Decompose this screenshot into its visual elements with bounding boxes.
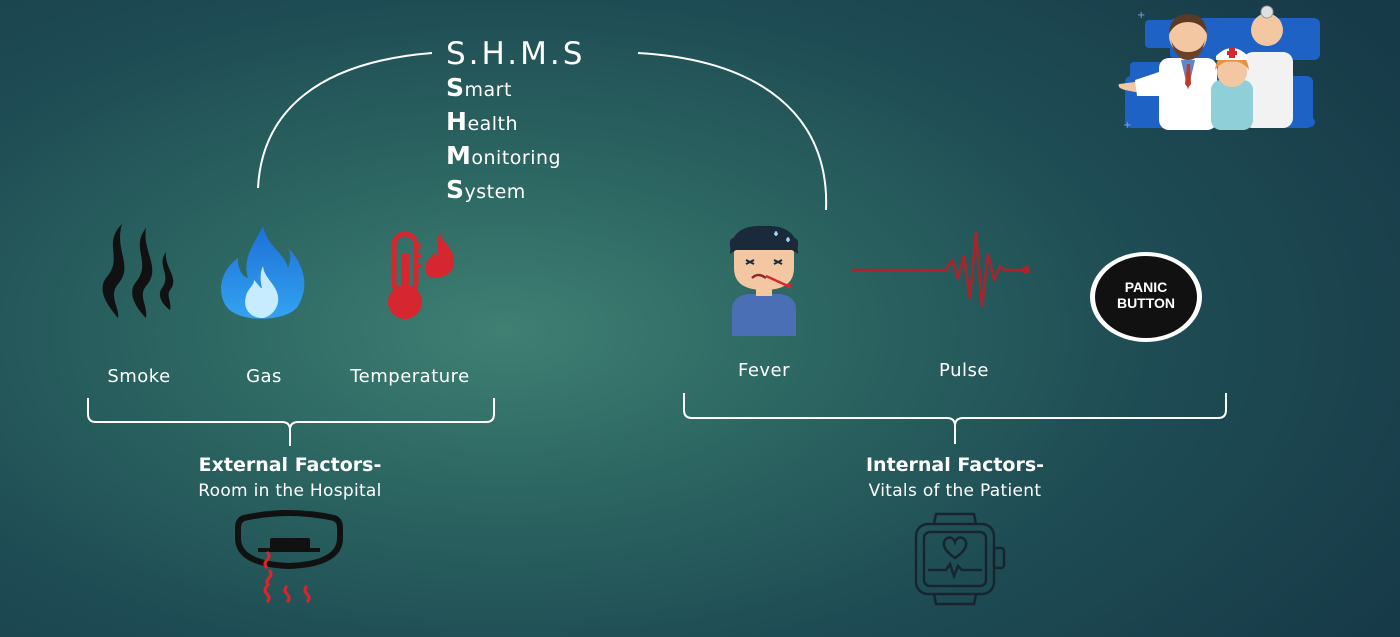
external-factors-title: External Factors- (198, 454, 382, 476)
diagram-title: S.H.M.S (446, 36, 586, 72)
internal-item-fever-label: Fever (737, 360, 791, 381)
smoke-icon (102, 224, 174, 318)
acronym-line-4: System (446, 175, 526, 204)
smartwatch-icon (914, 512, 1006, 606)
acronym-line-2: Health (446, 107, 519, 136)
svg-text:+: + (1123, 120, 1131, 131)
pulse-line-icon (852, 230, 1030, 308)
panic-button-face (1095, 256, 1197, 338)
external-item-smoke-label: Smoke (107, 366, 171, 387)
svg-text:+: + (1137, 10, 1145, 21)
acronym-line-1: Smart (446, 73, 512, 102)
smoke-detector-icon (235, 510, 343, 604)
internal-factors-subtitle: Vitals of the Patient (868, 481, 1042, 501)
external-item-gas-label: Gas (246, 366, 282, 387)
acronym-line-3: Monitoring (446, 141, 562, 170)
gas-flame-icon (221, 226, 305, 319)
internal-factors-title: Internal Factors- (865, 454, 1045, 476)
thermometer-icon (388, 231, 454, 319)
sick-person-icon (730, 225, 798, 336)
internal-item-pulse-label: Pulse (939, 360, 989, 381)
external-item-temperature-label: Temperature (350, 366, 470, 387)
doctors-illustration: + + (1118, 5, 1320, 131)
external-factors-subtitle: Room in the Hospital (198, 481, 382, 501)
